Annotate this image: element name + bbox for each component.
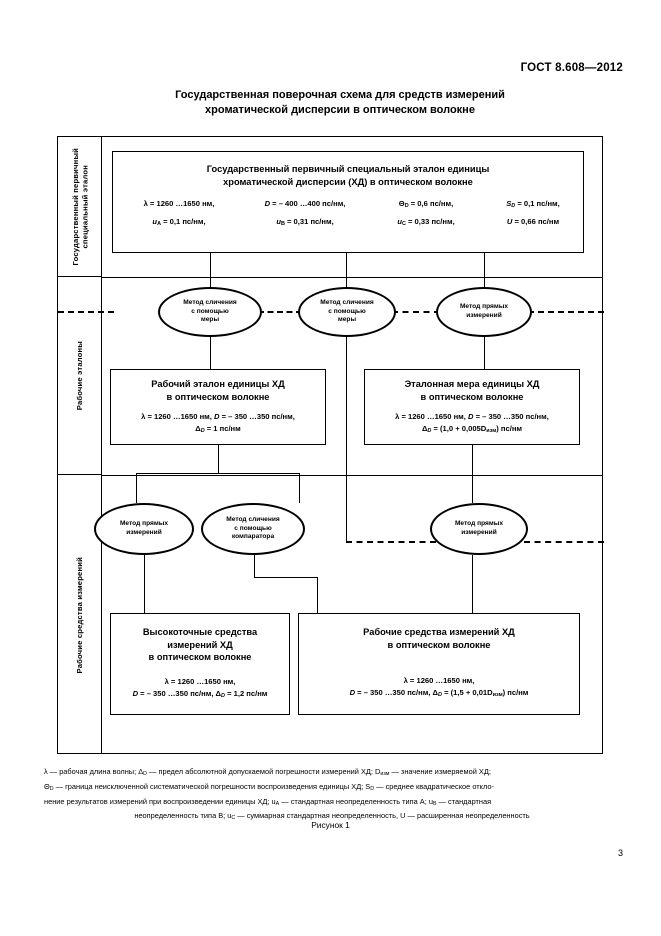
high-accuracy-params-line2: D = – 350 …350 пс/нм, ΔD = 1,2 пс/нм: [132, 688, 268, 699]
primary-standard-title-line1: Государственный первичный специальный эт…: [206, 164, 490, 174]
figure-caption: Рисунок 1: [311, 820, 350, 830]
footnote-line-4: неопределенность типа В; uC — суммарная …: [134, 811, 530, 822]
working-instruments-title-line2: в оптическом волокне: [387, 639, 491, 650]
connector-method1-to-working-standard: [210, 337, 211, 369]
verification-scheme-diagram: Государственный первичный специальный эт…: [57, 136, 604, 754]
working-standard-title-line2: в оптическом волокне: [166, 391, 270, 402]
connector-method-direct2-down: [144, 555, 145, 613]
scheme-level-working-standards: Рабочие эталоны: [58, 277, 102, 475]
group-separator-line: [346, 399, 347, 541]
method-label: Метод прямых измерений: [454, 520, 504, 536]
connector-working-standard-branch: [136, 473, 300, 474]
transfer-dash-row2-mid: [346, 541, 436, 543]
method-node-compare-measure-1: Метод сличения с помощью меры: [158, 287, 262, 337]
connector-reference-measure-down: [472, 445, 473, 503]
high-accuracy-params-line1: λ = 1260 …1650 нм,: [164, 676, 236, 686]
method-node-direct-measurement-2: Метод прямых измерений: [94, 503, 194, 555]
method-label: Метод прямых измерений: [459, 303, 509, 319]
scheme-level-label: Рабочие эталоны: [75, 340, 85, 411]
connector-primary-to-method-1: [210, 253, 211, 287]
scheme-level-label: Государственный первичный специальный эт…: [70, 147, 90, 266]
figure-footnote: λ — рабочая длина волны; ΔD — предел абс…: [44, 766, 620, 825]
page-title-line2: хроматической дисперсии в оптическом вол…: [205, 104, 475, 116]
reference-measure-title-line1: Эталонная мера единицы ХД: [404, 379, 540, 389]
reference-measure-params-line2: ΔD = (1,0 + 0,005Dизм) пс/нм: [421, 424, 523, 435]
scheme-level-primary-standard: Государственный первичный специальный эт…: [58, 137, 102, 277]
section-divider-1: [102, 277, 602, 278]
method-label: Метод сличения с помощью меры: [320, 299, 374, 324]
param-theta-d: ΘD = 0,6 пс/нм,: [398, 199, 454, 210]
page-title: Государственная поверочная схема для сре…: [60, 88, 620, 118]
method-node-compare-measure-2: Метод сличения с помощью меры: [298, 287, 396, 337]
page-title-line1: Государственная поверочная схема для сре…: [175, 89, 505, 101]
param-lambda: λ = 1260 …1650 нм,: [143, 199, 215, 208]
working-standard-params-line2: ΔD = 1 пс/нм: [195, 424, 241, 435]
footnote-line-1: λ — рабочая длина волны; ΔD — предел абс…: [44, 767, 491, 778]
transfer-dash-mid-1: [258, 311, 302, 313]
connector-working-standard-down: [218, 445, 219, 473]
connector-method3-to-reference-measure: [484, 337, 485, 369]
working-instruments-title-line1: Рабочие средства измерений ХД: [363, 627, 515, 637]
connector-primary-to-method-3: [484, 253, 485, 287]
transfer-dash-right-1: [528, 311, 604, 313]
scheme-level-measuring-instruments: Рабочие средства измерений: [58, 475, 102, 755]
param-u-expanded: U = 0,66 пс/нм: [506, 217, 560, 226]
connector-comparator-elbow-down: [317, 577, 318, 613]
param-u-b: uB = 0,31 пс/нм,: [276, 217, 334, 228]
connector-primary-to-method-2: [346, 253, 347, 287]
param-u-c: uC = 0,33 пс/нм,: [397, 217, 455, 228]
working-standard-title-line1: Рабочий эталон единицы ХД: [151, 379, 285, 389]
method-node-direct-measurement-1: Метод прямых измерений: [436, 287, 532, 337]
primary-standard-title-line2: хроматической дисперсии (ХД) в оптическо…: [223, 176, 473, 187]
method-node-direct-measurement-3: Метод прямых измерений: [430, 503, 528, 555]
section-divider-2: [102, 475, 602, 476]
param-u-a: uA = 0,1 пс/нм,: [152, 217, 206, 228]
primary-standard-box: Государственный первичный специальный эт…: [112, 151, 584, 253]
method-node-comparator: Метод сличения с помощью компаратора: [201, 503, 305, 555]
scheme-level-label: Рабочие средства измерений: [75, 556, 85, 674]
transfer-dash-left-1: [58, 311, 114, 313]
scheme-level-label-column: Государственный первичный специальный эт…: [58, 137, 102, 753]
high-accuracy-instruments-box: Высокоточные средства измерений ХД в опт…: [110, 613, 290, 715]
reference-measure-title-line2: в оптическом волокне: [420, 391, 524, 402]
working-instruments-box: Рабочие средства измерений ХД в оптическ…: [298, 613, 580, 715]
page-number: 3: [617, 848, 623, 858]
working-standard-box: Рабочий эталон единицы ХД в оптическом в…: [110, 369, 326, 445]
method-label: Метод сличения с помощью меры: [183, 299, 237, 324]
working-instruments-params-line2: D = – 350 …350 пс/нм, ΔD = (1,5 + 0,01Dи…: [349, 688, 529, 699]
param-d-range: D = – 400 …400 пс/нм,: [264, 199, 346, 208]
standard-number: ГОСТ 8.608—2012: [520, 62, 623, 74]
high-accuracy-title-line2: измерений ХД: [167, 639, 233, 650]
method-label: Метод прямых измерений: [119, 520, 169, 536]
connector-comparator-down: [254, 555, 255, 577]
transfer-dash-mid-2: [392, 311, 440, 313]
high-accuracy-title-line1: Высокоточные средства: [142, 627, 258, 637]
connector-comparator-elbow: [254, 577, 318, 578]
connector-branch-left: [136, 473, 137, 503]
connector-method-direct3-down: [472, 555, 473, 613]
method-label: Метод сличения с помощью компаратора: [226, 516, 280, 541]
working-standard-params-line1: λ = 1260 …1650 нм, D = – 350 …350 пс/нм,: [141, 412, 295, 421]
high-accuracy-title-line3: в оптическом волокне: [148, 652, 252, 662]
reference-measure-box: Эталонная мера единицы ХД в оптическом в…: [364, 369, 580, 445]
reference-measure-params-line1: λ = 1260 …1650 нм, D = – 350 …350 пс/нм,: [395, 412, 549, 421]
working-instruments-params-line1: λ = 1260 …1650 нм,: [403, 676, 475, 685]
footnote-line-2: ΘD — граница неисключенной систематическ…: [44, 781, 494, 792]
param-s-d: SD = 0,1 пс/нм,: [506, 199, 560, 210]
connector-branch-right: [299, 473, 300, 503]
footnote-line-3: нение результатов измерений при воспроиз…: [44, 796, 492, 807]
connector-method2-down: [346, 337, 347, 399]
transfer-dash-row2-right: [524, 541, 604, 543]
